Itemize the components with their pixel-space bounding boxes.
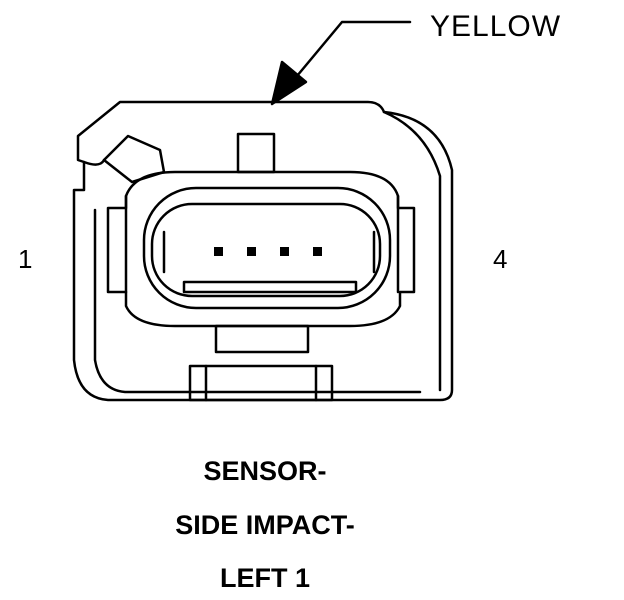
key-tab: [236, 132, 276, 174]
base-tabs: [188, 324, 334, 402]
caption-line-3: LEFT 1: [219, 563, 310, 593]
pin-1: [214, 247, 223, 256]
wire-color-label: YELLOW: [430, 10, 562, 43]
pin-number-right: 4: [493, 244, 508, 274]
pin-number-left: 1: [18, 244, 33, 274]
latch: [82, 134, 166, 184]
caption-line-1: SENSOR-: [203, 456, 327, 486]
color-leader-arrow: [270, 20, 412, 106]
pin-4: [313, 247, 322, 256]
connector-housing: [72, 100, 454, 402]
pin-receptacle: [142, 186, 392, 310]
caption-line-2: SIDE IMPACT-: [175, 510, 355, 540]
receptacle-shroud: [106, 170, 416, 328]
pin-2: [247, 247, 256, 256]
pin-3: [280, 247, 289, 256]
terminal-pins: [214, 247, 322, 256]
